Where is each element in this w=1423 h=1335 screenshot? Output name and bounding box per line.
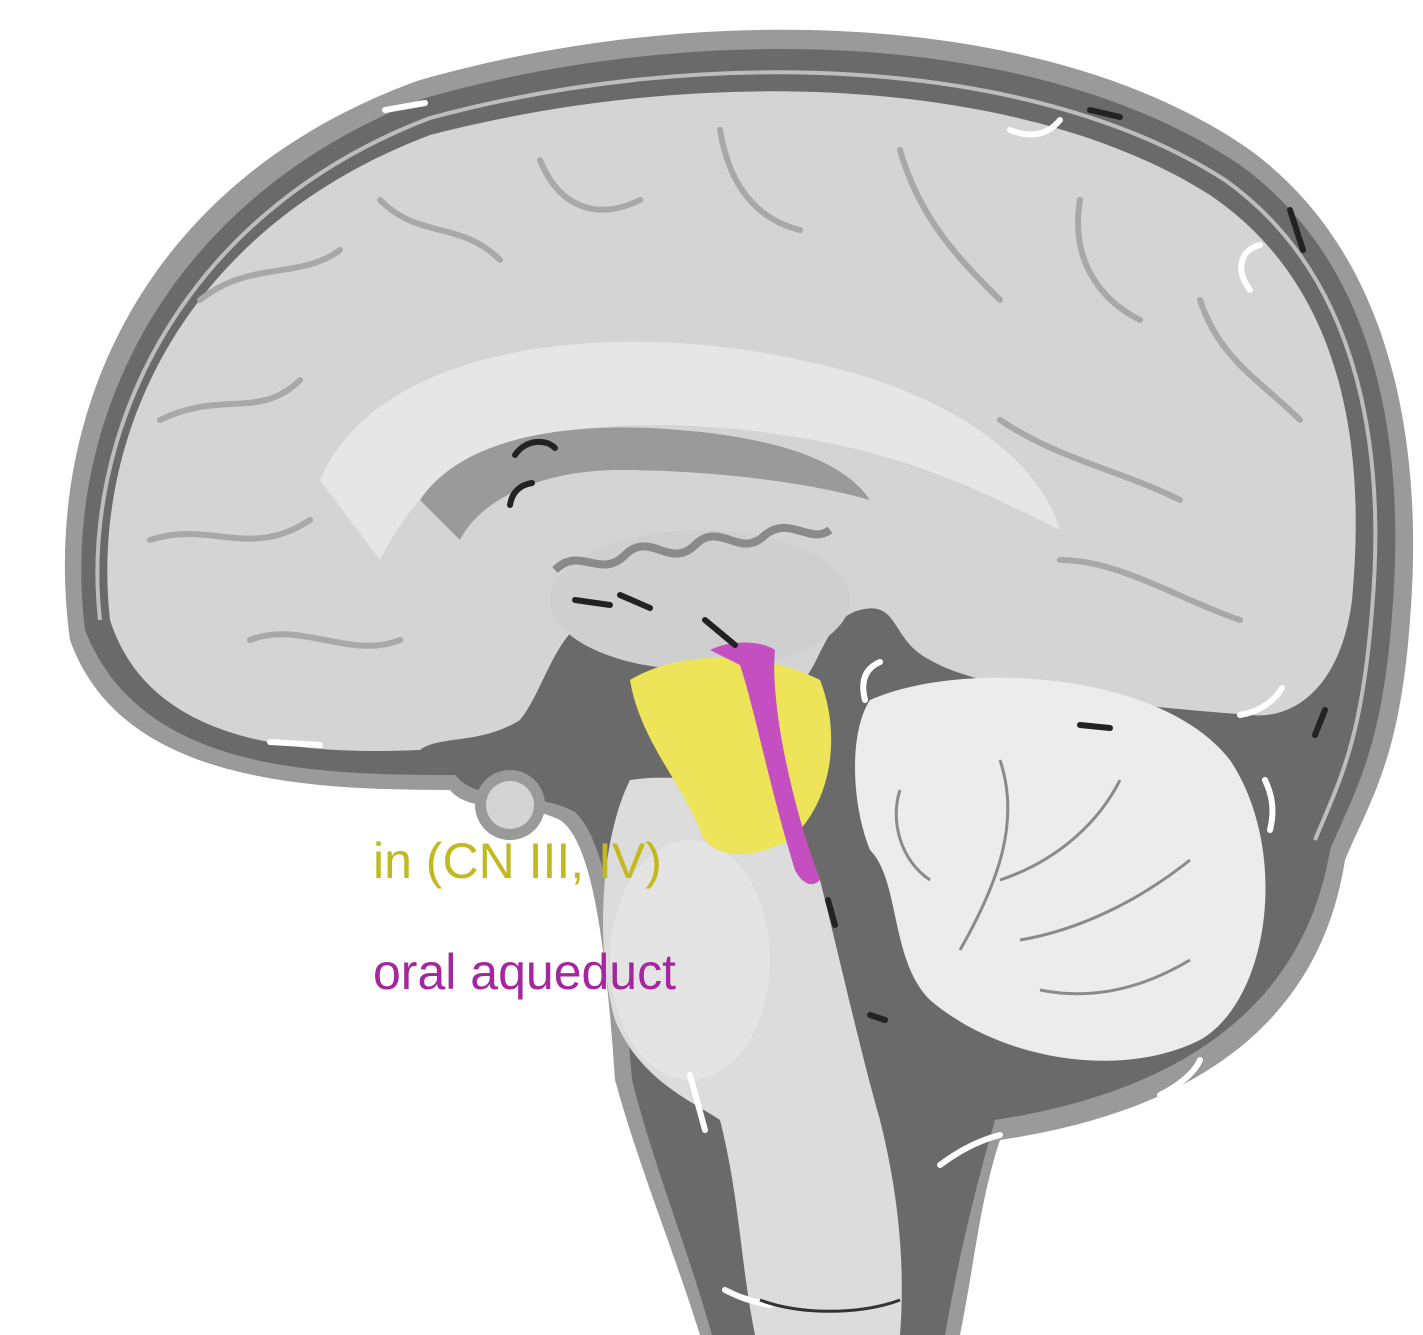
cerebral-aqueduct-label: oral aqueduct	[373, 947, 676, 997]
midbrain-label: in (CN III, IV)	[373, 836, 662, 886]
pituitary-inner	[486, 781, 534, 829]
